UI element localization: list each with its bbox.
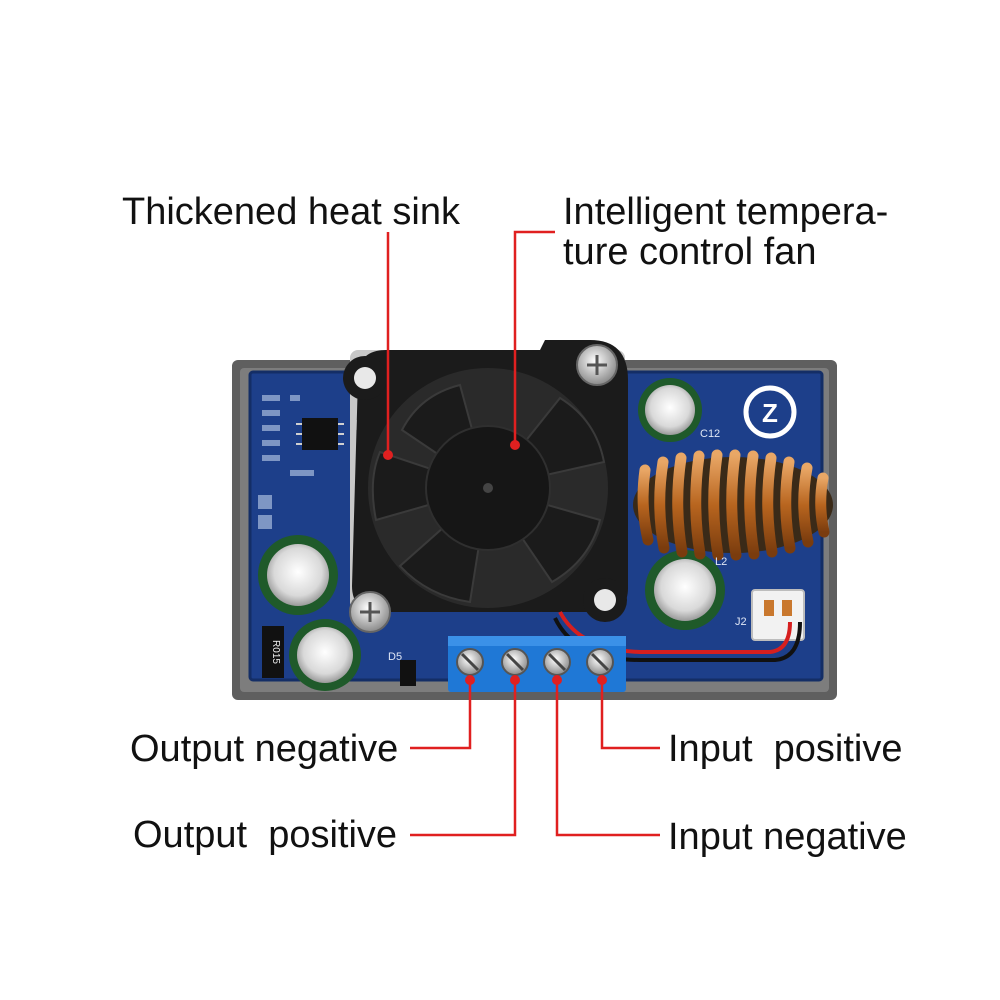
pointer-lines xyxy=(386,230,660,837)
logo-letter: Z xyxy=(762,398,778,428)
fan-connector xyxy=(751,589,805,641)
terminal-block xyxy=(448,636,626,692)
marking-d5: D5 xyxy=(388,651,402,663)
label-input-positive: Input positive xyxy=(668,728,903,770)
label-input-negative: Input negative xyxy=(668,816,907,858)
mounting-screws xyxy=(349,344,618,633)
marking-c12: C12 xyxy=(700,428,720,440)
marking-j2: J2 xyxy=(735,616,747,628)
pointer-dots xyxy=(383,440,607,685)
capacitors xyxy=(258,378,725,691)
ic-chip xyxy=(302,418,338,450)
pointer-fan xyxy=(513,230,555,445)
pointer-output-negative xyxy=(410,680,472,750)
label-output-negative: Output negative xyxy=(130,728,399,770)
label-fan-line-1: Intelligent tempera- xyxy=(563,191,889,233)
marking-r015: R015 xyxy=(270,640,281,664)
cooling-fan xyxy=(343,340,628,622)
diode xyxy=(400,660,416,686)
resistor xyxy=(262,626,284,678)
pointer-input-positive xyxy=(600,680,660,750)
pointer-input-negative xyxy=(555,680,660,837)
brand-logo: Z xyxy=(743,385,797,439)
label-output-positive: Output positive xyxy=(133,814,398,856)
pointer-output-positive xyxy=(410,680,517,837)
label-fan-line-2: ture control fan xyxy=(563,231,817,273)
terminal-screws xyxy=(456,648,614,676)
marking-l2: L2 xyxy=(715,556,727,568)
inductor-coil xyxy=(633,449,833,561)
label-thickened-heat-sink: Thickened heat sink xyxy=(122,191,460,233)
